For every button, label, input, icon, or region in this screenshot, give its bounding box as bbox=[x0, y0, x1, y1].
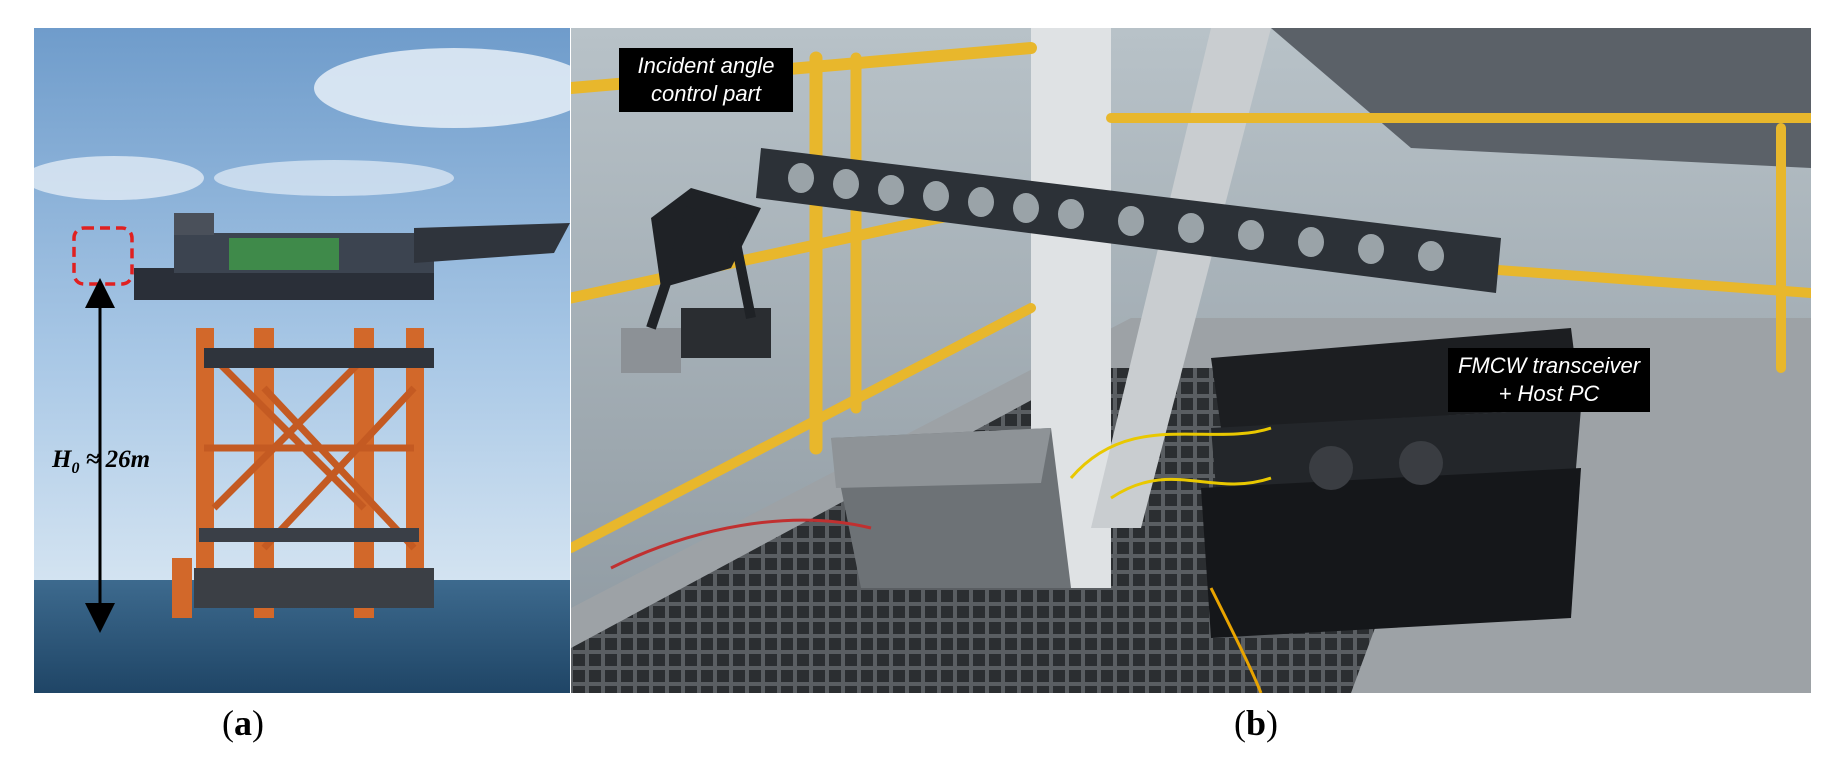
cables bbox=[610, 426, 1272, 693]
incident-angle-label: Incident angle control part bbox=[619, 48, 793, 112]
cloud bbox=[34, 156, 204, 200]
sensor-location-marker bbox=[72, 226, 134, 286]
diagonal-strut bbox=[1091, 28, 1271, 528]
offshore-platform-photo: H0 ≈ 26m bbox=[34, 28, 570, 693]
platform-decks bbox=[134, 213, 570, 542]
radar-setup-photo: Incident angle control part FMCW transce… bbox=[571, 28, 1811, 693]
platform-illustration bbox=[34, 28, 570, 693]
cloud bbox=[214, 160, 454, 196]
caption-b: (b) bbox=[1234, 703, 1279, 743]
cloud bbox=[314, 48, 570, 128]
solar-panel bbox=[1271, 28, 1811, 168]
platform-bracing bbox=[204, 355, 417, 551]
antenna-assembly bbox=[621, 188, 771, 373]
grey-equipment-case bbox=[831, 428, 1071, 588]
fmcw-transceiver-label: FMCW transceiver + Host PC bbox=[1448, 348, 1650, 412]
antenna-mount-beam bbox=[756, 148, 1501, 293]
platform-height-label: H0 ≈ 26m bbox=[52, 446, 151, 477]
caption-a: (a) bbox=[222, 703, 264, 743]
platform-base bbox=[172, 558, 434, 618]
